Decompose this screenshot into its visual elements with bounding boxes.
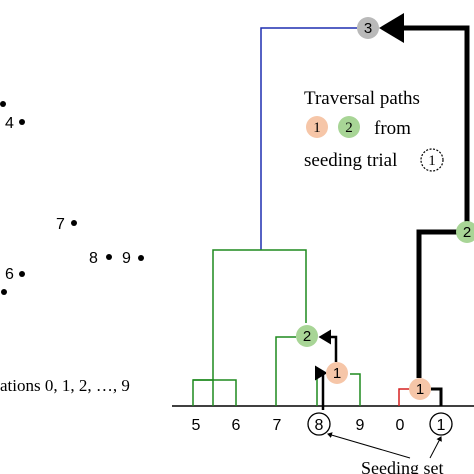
scatter-point — [0, 101, 6, 107]
seed-circle-8 — [307, 412, 331, 436]
path-red1-to-2 — [416, 229, 458, 378]
scatter-point — [19, 119, 25, 125]
green-link-9 — [350, 373, 361, 406]
scatter-label-8: 8 — [89, 250, 98, 267]
scatter-label-4: 4 — [5, 115, 14, 132]
seeding-set-label: Seeding set — [361, 458, 444, 474]
leaf-label-8: 8 — [315, 417, 324, 434]
path-1-to-1 — [431, 387, 443, 406]
node-red-label: 1 — [416, 381, 424, 398]
path-2-to-3 — [379, 13, 470, 222]
node-mid-label: 2 — [303, 328, 311, 345]
left-caption: ations 0, 1, 2, …, 9 — [0, 376, 130, 395]
traversal-paths — [315, 13, 470, 410]
leaf-label-1: 1 — [437, 417, 446, 434]
node-low-label: 1 — [333, 365, 341, 382]
leaf-label-7: 7 — [273, 417, 282, 434]
seeding-arrow-right — [429, 436, 442, 459]
path-8-to-1 — [315, 365, 328, 410]
legend-title: Traversal paths — [304, 88, 420, 109]
scatter-label-7: 7 — [56, 216, 65, 233]
scatter-point — [106, 254, 112, 260]
scatter-labels: 4 7 8 9 6 — [5, 115, 131, 283]
scatter-label-6: 6 — [5, 266, 14, 283]
legend-seeding-trial: seeding trial — [304, 150, 397, 171]
node-mid — [296, 325, 318, 347]
legend-trial-badge — [420, 148, 444, 172]
red-link — [398, 388, 410, 406]
scatter-point — [1, 289, 7, 295]
green-link-89 — [316, 373, 320, 406]
leaf-label-0: 0 — [396, 417, 405, 434]
green-link-56 — [192, 379, 237, 406]
green-link-7 — [275, 336, 296, 406]
scatter-point — [19, 271, 25, 277]
path-1-to-2 — [318, 329, 338, 362]
seed-circles — [307, 412, 453, 436]
legend-badge-2 — [338, 116, 360, 138]
legend-badge-1 — [306, 116, 328, 138]
legend-badge-1-label: 1 — [313, 120, 321, 136]
legend: Traversal paths 1 2 from seeding trial 1 — [304, 88, 444, 172]
scatter-point — [71, 220, 77, 226]
scatter-point — [138, 255, 144, 261]
legend-badge-2-label: 2 — [345, 120, 353, 136]
node-right-label: 2 — [463, 224, 471, 241]
leaf-label-9: 9 — [356, 417, 365, 434]
node-red — [409, 378, 431, 400]
green-link-main — [212, 249, 307, 380]
node-top — [357, 17, 379, 39]
scatter-points — [0, 101, 144, 295]
node-low — [326, 362, 348, 384]
leaf-label-6: 6 — [232, 417, 241, 434]
scatter-label-9: 9 — [122, 250, 131, 267]
blue-link — [260, 27, 357, 250]
leaf-labels: 5 6 7 8 9 0 1 — [192, 417, 446, 434]
seed-circle-1 — [429, 412, 453, 436]
dendrogram-nodes: 3 2 2 1 1 — [296, 17, 474, 400]
seeding-arrow-left — [327, 432, 411, 459]
node-top-label: 3 — [364, 20, 372, 37]
green-link-upper — [193, 379, 214, 406]
seeding-set-arrows — [327, 432, 442, 459]
legend-from: from — [374, 118, 411, 139]
leaf-label-5: 5 — [192, 417, 201, 434]
node-right — [456, 221, 474, 243]
legend-trial-badge-label: 1 — [428, 153, 436, 169]
dendrogram-links — [192, 27, 410, 406]
